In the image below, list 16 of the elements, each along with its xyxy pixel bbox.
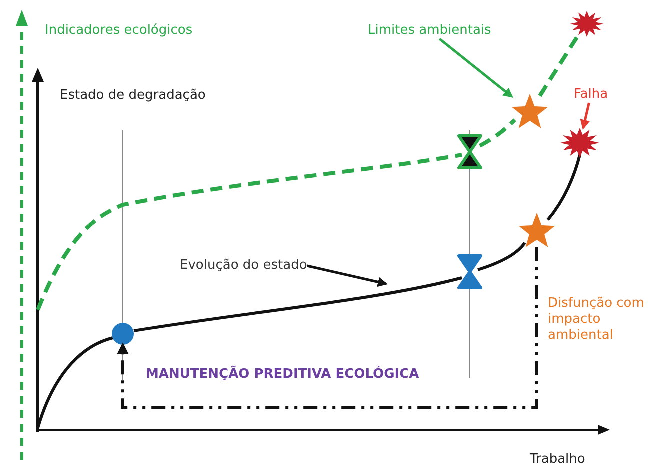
arrow [438, 38, 514, 98]
arrow [117, 247, 538, 410]
text-label: Falha [574, 87, 608, 103]
pointer-arrow [307, 264, 388, 288]
axis-label: Indicadores ecológicos [45, 23, 193, 39]
circle-marker [112, 323, 134, 345]
text-label: Limites ambientais [368, 23, 492, 39]
section-title: MANUTENÇÃO PREDITIVA ECOLÓGICA [146, 367, 420, 383]
burst-marker [560, 128, 600, 158]
axis-label: Estado de degradação [60, 88, 206, 104]
text-label: Evolução do estado [180, 258, 308, 274]
arrow [580, 102, 590, 130]
annotation-text: Disfunção com impacto ambiental [548, 296, 646, 344]
star-marker [512, 94, 548, 128]
star-marker [518, 213, 556, 248]
axis-label: Trabalho [530, 452, 586, 468]
